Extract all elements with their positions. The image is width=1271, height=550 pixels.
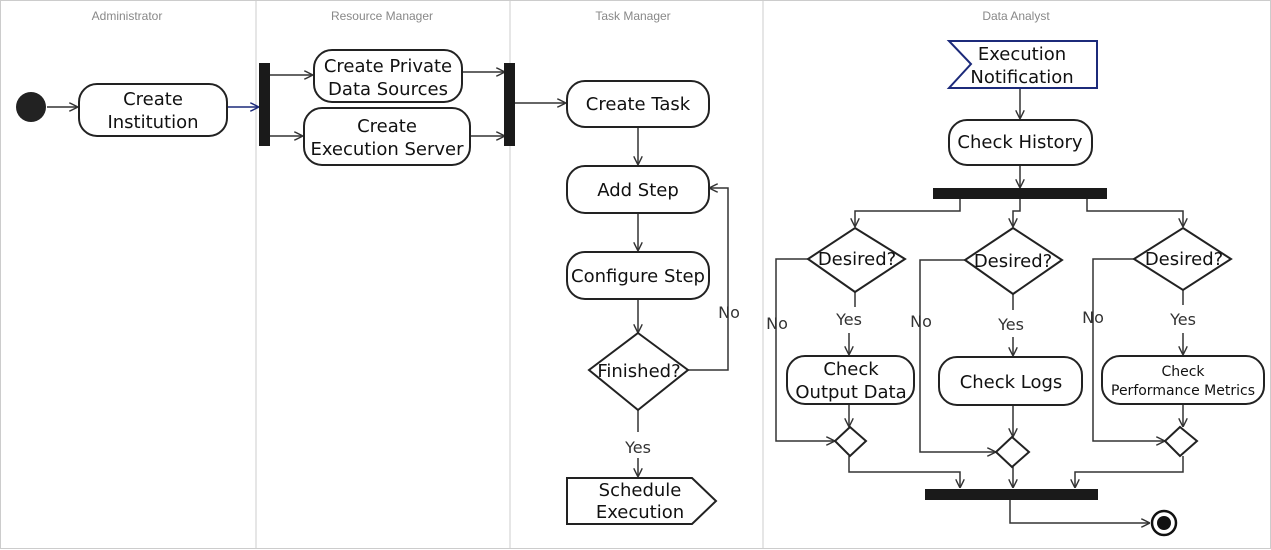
edge-join-to-end <box>1009 500 1149 523</box>
edge-desired-2-no <box>919 259 995 452</box>
nodes: Create Institution Create Private Data S… <box>16 40 1265 537</box>
create-institution-label-line-2: Institution <box>107 112 198 133</box>
join-bar-resource-manager <box>504 63 515 146</box>
lane-title-data-analyst: Data Analyst <box>982 9 1050 23</box>
initial-node <box>16 92 46 122</box>
add-step-label: Add Step <box>597 180 679 201</box>
check-performance-metrics-label-line-2: Performance Metrics <box>1111 383 1255 399</box>
action-create-execution-server[interactable]: Create Execution Server <box>303 107 471 166</box>
desired-1-yes-label: Yes <box>835 310 862 329</box>
create-private-data-sources-label-line-2: Data Sources <box>328 79 448 100</box>
action-check-history[interactable]: Check History <box>948 119 1093 166</box>
edges <box>47 72 1183 523</box>
decision-desired-3[interactable]: Desired? <box>1132 226 1233 292</box>
check-performance-metrics-label-line-1: Check <box>1161 364 1205 380</box>
edge-merge-1-to-join <box>848 456 960 487</box>
action-check-logs[interactable]: Check Logs <box>938 356 1083 406</box>
action-add-step[interactable]: Add Step <box>566 165 710 214</box>
configure-step-label: Configure Step <box>571 266 705 287</box>
create-private-data-sources-label-line-1: Create Private <box>324 56 452 77</box>
action-check-performance-metrics[interactable]: Check Performance Metrics <box>1101 355 1265 405</box>
edge-finished-no-loop <box>686 188 729 371</box>
desired-1-no-label: No <box>766 314 788 333</box>
edge-fork-to-desired-2 <box>1013 199 1021 226</box>
decision-finished[interactable]: Finished? <box>587 331 690 412</box>
desired-2-no-label: No <box>910 312 932 331</box>
desired-1-label: Desired? <box>818 249 896 270</box>
check-output-data-label-line-1: Check <box>823 359 879 380</box>
action-schedule-execution[interactable]: Schedule Execution <box>566 477 718 525</box>
event-execution-notification[interactable]: Execution Notification <box>946 40 1098 89</box>
edge-merge-3-to-join <box>1075 456 1184 487</box>
desired-2-yes-label: Yes <box>997 315 1024 334</box>
lane-title-task-manager: Task Manager <box>595 9 670 23</box>
edge-fork-to-desired-3 <box>1086 199 1183 226</box>
action-check-output-data[interactable]: Check Output Data <box>786 355 915 405</box>
create-execution-server-label-line-2: Execution Server <box>310 139 464 160</box>
lane-title-administrator: Administrator <box>92 9 163 23</box>
merge-node-1 <box>833 425 868 458</box>
finished-yes-label: Yes <box>624 438 651 457</box>
desired-3-label: Desired? <box>1145 249 1223 270</box>
action-create-institution[interactable]: Create Institution <box>78 83 228 137</box>
edge-fork-to-desired-1 <box>855 199 961 226</box>
schedule-execution-label-line-1: Schedule <box>599 480 682 501</box>
action-create-task[interactable]: Create Task <box>566 80 710 128</box>
edge-labels: No Yes No Yes No Yes No Yes <box>624 303 1196 457</box>
check-logs-label: Check Logs <box>960 372 1063 393</box>
lane-title-resource-manager: Resource Manager <box>331 9 433 23</box>
desired-3-no-label: No <box>1082 308 1104 327</box>
check-output-data-label-line-2: Output Data <box>795 382 906 403</box>
create-institution-label-line-1: Create <box>123 89 183 110</box>
merge-node-3 <box>1163 425 1199 458</box>
desired-3-yes-label: Yes <box>1169 310 1196 329</box>
create-execution-server-label-line-1: Create <box>357 116 417 137</box>
decision-desired-2[interactable]: Desired? <box>963 226 1064 296</box>
execution-notification-label-line-2: Notification <box>970 67 1073 88</box>
schedule-execution-label-line-2: Execution <box>596 502 684 523</box>
action-create-private-data-sources[interactable]: Create Private Data Sources <box>313 49 463 103</box>
edge-desired-1-no <box>775 258 834 441</box>
fork-bar-resource-manager <box>259 63 270 146</box>
check-history-label: Check History <box>957 132 1082 153</box>
execution-notification-label-line-1: Execution <box>978 44 1066 65</box>
fork-bar-data-analyst <box>933 188 1107 199</box>
decision-desired-1[interactable]: Desired? <box>806 226 907 294</box>
desired-2-label: Desired? <box>974 251 1052 272</box>
join-bar-data-analyst <box>925 489 1098 500</box>
finished-no-label: No <box>718 303 740 322</box>
create-task-label: Create Task <box>586 94 691 115</box>
merge-node-2 <box>994 435 1031 469</box>
final-node <box>1150 509 1178 537</box>
action-configure-step[interactable]: Configure Step <box>566 251 710 300</box>
edge-desired-3-no <box>1092 258 1164 441</box>
finished-label: Finished? <box>597 361 680 382</box>
